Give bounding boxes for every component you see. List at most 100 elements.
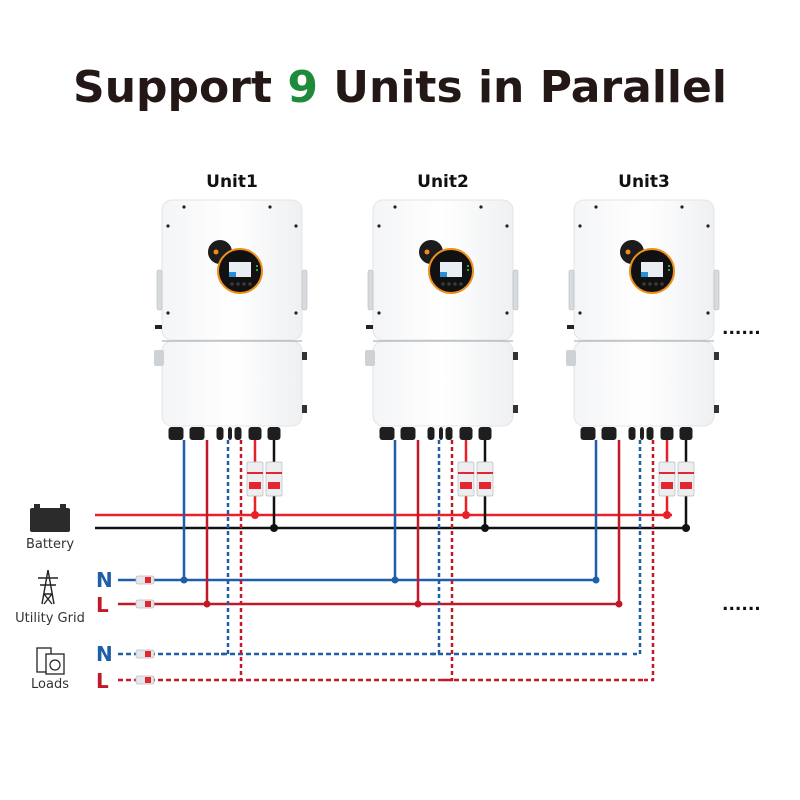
cable-gland xyxy=(580,427,596,440)
cable-gland xyxy=(640,427,644,440)
fuse-element xyxy=(145,577,151,583)
title-unit-count: 9 xyxy=(287,62,318,113)
breaker-stripe xyxy=(659,472,675,474)
breaker-body xyxy=(476,461,494,497)
battery-negative-junction xyxy=(682,524,690,532)
battery-negative-junction xyxy=(270,524,278,532)
breaker-stripe xyxy=(477,472,493,474)
load-neutral-fuse xyxy=(135,649,155,659)
screw xyxy=(706,311,710,315)
breaker-toggle[interactable] xyxy=(661,482,673,489)
side-vent-top xyxy=(302,352,307,360)
status-led xyxy=(668,269,670,271)
load-line-fuse xyxy=(135,675,155,685)
breaker-toggle[interactable] xyxy=(268,482,280,489)
title-prefix: Support xyxy=(73,62,288,113)
display-button[interactable] xyxy=(447,282,451,286)
breaker-toggle[interactable] xyxy=(249,482,261,489)
more-units-marker: ...... xyxy=(722,319,761,339)
display-button[interactable] xyxy=(660,282,664,286)
lcd-indicator xyxy=(440,272,447,277)
display-button[interactable] xyxy=(642,282,646,286)
display-button[interactable] xyxy=(459,282,463,286)
fuse-element xyxy=(145,601,151,607)
side-vent-top xyxy=(513,352,518,360)
grid-line-junction xyxy=(203,600,211,608)
cable-gland xyxy=(189,427,205,440)
grid-neutral-junction xyxy=(180,576,188,584)
battery-terminal xyxy=(60,504,66,508)
status-led xyxy=(467,269,469,271)
side-port xyxy=(365,350,375,366)
display-button[interactable] xyxy=(230,282,234,286)
left-handle xyxy=(156,269,163,311)
screw xyxy=(505,311,509,315)
cable-gland xyxy=(478,427,492,440)
breaker-toggle[interactable] xyxy=(680,482,692,489)
inverter-unit-3: Unit3 xyxy=(566,172,720,682)
inverter-unit-1: Unit1 xyxy=(154,172,308,682)
loads-label: Loads xyxy=(31,677,69,692)
display-button[interactable] xyxy=(236,282,240,286)
grid-line-junction xyxy=(615,600,623,608)
display-button[interactable] xyxy=(242,282,246,286)
inverter-lower-case xyxy=(372,340,514,427)
unit-label: Unit3 xyxy=(618,172,670,192)
screw xyxy=(166,224,170,228)
cable-gland xyxy=(234,427,242,440)
right-handle xyxy=(301,269,308,311)
load-line-drop xyxy=(443,440,454,682)
cable-gland xyxy=(601,427,617,440)
more-units-marker: ...... xyxy=(722,595,761,615)
screw xyxy=(594,205,598,209)
side-switch xyxy=(155,325,162,329)
display-button[interactable] xyxy=(654,282,658,286)
breaker-toggle[interactable] xyxy=(460,482,472,489)
battery-legend: Battery xyxy=(26,504,74,552)
battery-positive-junction xyxy=(663,511,671,519)
battery-icon xyxy=(30,508,70,532)
status-led xyxy=(256,269,258,271)
cable-gland xyxy=(660,427,674,440)
cable-gland xyxy=(228,427,232,440)
display-button[interactable] xyxy=(441,282,445,286)
grid-neutral-junction xyxy=(592,576,600,584)
title-suffix: Units in Parallel xyxy=(317,62,727,113)
screw xyxy=(377,311,381,315)
screw xyxy=(377,224,381,228)
breaker-stripe xyxy=(247,472,263,474)
load-neutral-drop xyxy=(218,440,230,656)
screw xyxy=(505,224,509,228)
side-port xyxy=(566,350,576,366)
side-port xyxy=(154,350,164,366)
grid-line-fuse xyxy=(135,599,155,609)
screw xyxy=(479,205,483,209)
status-led xyxy=(467,265,469,267)
breaker-stripe xyxy=(458,472,474,474)
side-vent-top xyxy=(714,352,719,360)
dc-breaker-negative xyxy=(476,461,494,497)
inverter-lower-case xyxy=(161,340,303,427)
cable-gland xyxy=(646,427,654,440)
cable-gland xyxy=(168,427,184,440)
grid-neutral-fuse xyxy=(135,575,155,585)
breaker-toggle[interactable] xyxy=(479,482,491,489)
battery-positive-junction xyxy=(462,511,470,519)
breaker-body xyxy=(246,461,264,497)
display-button[interactable] xyxy=(248,282,252,286)
cable-gland xyxy=(628,427,636,440)
left-handle xyxy=(367,269,374,311)
side-switch xyxy=(567,325,574,329)
washer-drum xyxy=(49,659,61,671)
lcd-indicator xyxy=(641,272,648,277)
display-button[interactable] xyxy=(648,282,652,286)
load-line-drop xyxy=(644,440,655,682)
display-button[interactable] xyxy=(453,282,457,286)
screw xyxy=(268,205,272,209)
dc-breaker-positive xyxy=(457,461,475,497)
brand-logo-mark xyxy=(213,249,219,255)
cable-gland xyxy=(267,427,281,440)
status-led xyxy=(668,265,670,267)
